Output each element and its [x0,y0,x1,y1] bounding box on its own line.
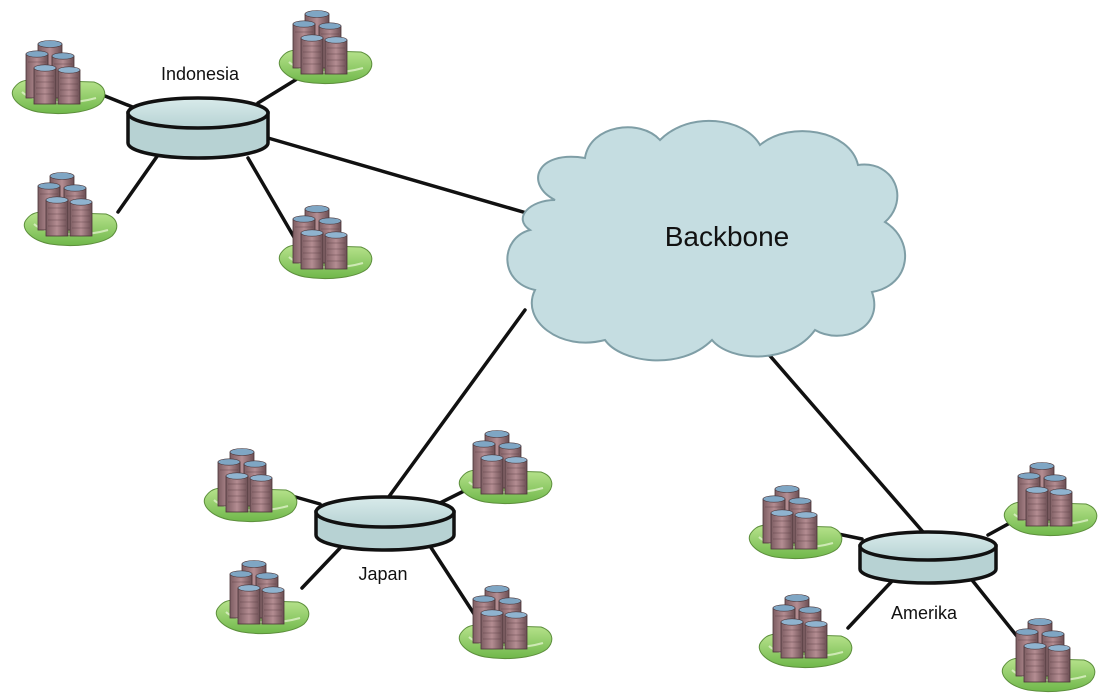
hub-japan: Japan [314,495,456,584]
hub-amerika-top [858,530,998,562]
building-icon [748,484,843,560]
building-icon [203,447,298,523]
link-amerika-backbone [756,340,925,534]
link-indonesia-site-3 [116,153,160,214]
hub-indonesia-top [126,96,270,130]
hub-indonesia: Indonesia [126,64,270,160]
building-icon [215,559,310,635]
link-japan-site-1 [290,494,322,506]
hub-amerika-label: Amerika [891,603,958,623]
hub-japan-label: Japan [358,564,407,584]
link-indonesia-site-4 [246,156,300,246]
building-icon [1003,461,1098,537]
backbone-cloud: Backbone [506,119,907,362]
link-indonesia-backbone [266,136,532,216]
building-icon [758,593,853,669]
building-icon [458,584,553,660]
building-icon [458,429,553,505]
backbone-cloud-shape [506,119,907,362]
hub-amerika: Amerika [858,530,998,623]
hub-japan-top [314,495,456,529]
building-icon [278,9,373,85]
link-amerika-site-3 [846,578,895,630]
building-icon [11,39,106,115]
building-icon [278,204,373,280]
link-japan-backbone [383,308,527,504]
link-japan-site-3 [300,544,344,590]
backbone-label: Backbone [665,221,790,252]
hub-indonesia-label: Indonesia [161,64,240,84]
link-amerika-site-4 [970,578,1022,642]
building-icon [1001,617,1096,693]
building-icon [23,171,118,247]
link-japan-site-4 [428,544,480,622]
link-amerika-site-1 [836,532,864,541]
